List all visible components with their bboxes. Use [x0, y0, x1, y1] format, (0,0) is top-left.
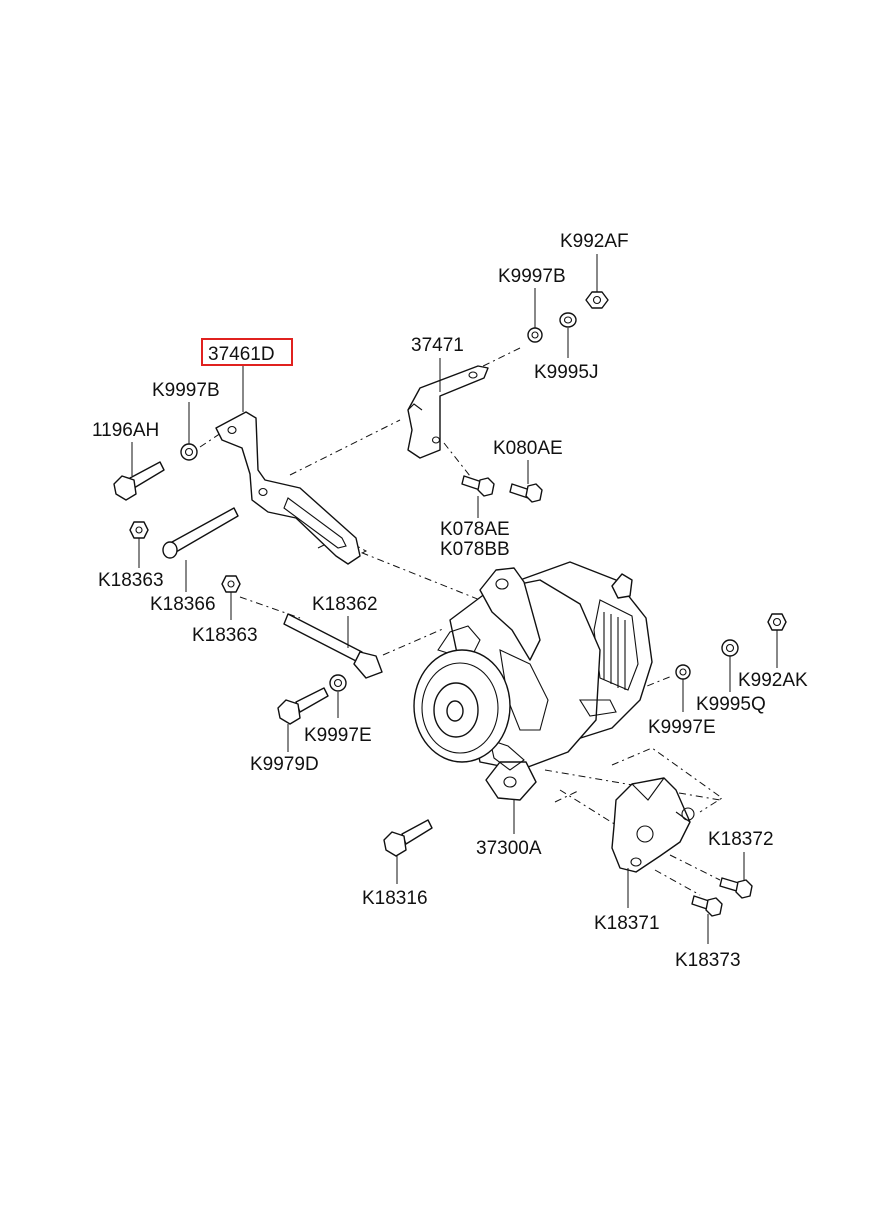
nut-k992af[interactable] — [585, 291, 609, 309]
label-k078ae[interactable]: K078AE — [440, 519, 510, 540]
label-k18362[interactable]: K18362 — [312, 594, 378, 615]
bolt-k18316[interactable] — [383, 819, 433, 857]
bolt-k080ae[interactable] — [509, 483, 543, 503]
label-k18363-top[interactable]: K18363 — [98, 570, 164, 591]
label-k18372[interactable]: K18372 — [708, 829, 774, 850]
label-k992ak[interactable]: K992AK — [738, 670, 808, 691]
bolt-1196ah[interactable] — [113, 461, 165, 501]
label-37300a[interactable]: 37300A — [476, 838, 542, 859]
washer-k9995j[interactable] — [559, 312, 577, 328]
label-k9997b-top[interactable]: K9997B — [498, 266, 566, 287]
lock-washer-k9997b-top[interactable] — [527, 327, 543, 343]
label-k18373[interactable]: K18373 — [675, 950, 741, 971]
washer-k9997e-left[interactable] — [329, 674, 347, 692]
nut-k992ak[interactable] — [767, 613, 787, 631]
bolt-k18366[interactable] — [162, 507, 239, 559]
label-k18363-bottom[interactable]: K18363 — [192, 625, 258, 646]
label-1196ah[interactable]: 1196AH — [92, 420, 159, 441]
label-k080ae[interactable]: K080AE — [493, 438, 563, 459]
nut-k18363-top[interactable] — [129, 521, 149, 539]
leader-lines — [131, 254, 778, 944]
bolt-k18372[interactable] — [719, 877, 753, 899]
highlight-box-37461d — [201, 338, 293, 366]
bolt-k18362[interactable] — [283, 613, 383, 679]
washer-k9995q[interactable] — [721, 639, 739, 657]
bolt-k078ae[interactable] — [461, 475, 495, 497]
bolt-k18373[interactable] — [691, 895, 723, 917]
nut-k18363-bottom[interactable] — [221, 575, 241, 593]
lock-washer-k9997b-left[interactable] — [180, 443, 198, 461]
alternator-37300a[interactable] — [413, 561, 653, 801]
label-37471[interactable]: 37471 — [411, 335, 464, 356]
label-k992af[interactable]: K992AF — [560, 231, 629, 252]
label-k9995j[interactable]: K9995J — [534, 362, 598, 383]
bracket-37471[interactable] — [407, 365, 489, 459]
part-labels: K992AF K9997B 37471 K9995J 37461D K9997B… — [92, 231, 808, 971]
label-k078bb[interactable]: K078BB — [440, 539, 510, 560]
label-k9997e-left[interactable]: K9997E — [304, 725, 372, 746]
label-37461d[interactable]: 37461D — [208, 344, 275, 365]
label-k18371[interactable]: K18371 — [594, 913, 660, 934]
washer-k9997e-right[interactable] — [675, 664, 691, 680]
label-k9995q[interactable]: K9995Q — [696, 694, 766, 715]
label-k9997b-left[interactable]: K9997B — [152, 380, 220, 401]
bolt-k9979d[interactable] — [277, 687, 329, 725]
label-k18316[interactable]: K18316 — [362, 888, 428, 909]
bracket-37461d[interactable] — [215, 411, 361, 565]
label-k9979d[interactable]: K9979D — [250, 754, 319, 775]
label-k9997e-right[interactable]: K9997E — [648, 717, 716, 738]
label-k18366[interactable]: K18366 — [150, 594, 216, 615]
bracket-k18371[interactable] — [611, 777, 695, 873]
